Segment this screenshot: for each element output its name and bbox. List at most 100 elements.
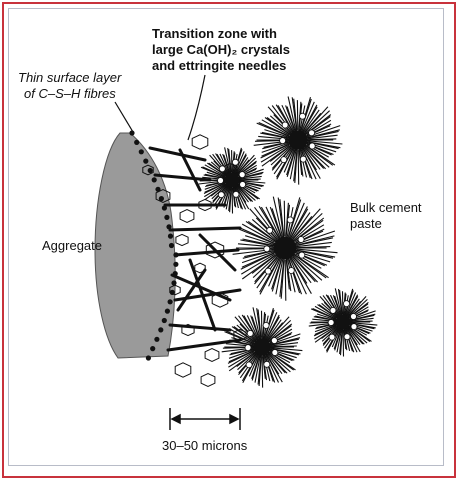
grain-fibre (302, 106, 329, 135)
grain-fibre (267, 106, 292, 133)
grain-crystal (329, 306, 337, 314)
grain-fibre (264, 316, 280, 343)
grain-crystal (245, 361, 253, 369)
csh-dot (158, 196, 164, 202)
grain-fibre (300, 98, 312, 131)
grain-crystal (287, 267, 295, 274)
grain-fibre (287, 202, 305, 241)
grain-fibre (347, 327, 364, 345)
bulk-paste-label-line1: Bulk cement (350, 200, 422, 215)
grain-crystal (217, 177, 224, 184)
grain-crystal (280, 156, 288, 164)
grain-fibre (249, 208, 278, 240)
ettringite-needles (148, 146, 242, 352)
grain-fibre (265, 352, 283, 375)
grain-fibre (204, 183, 228, 201)
grain-fibre (271, 105, 294, 135)
grain-fibre (251, 218, 280, 244)
grain-fibre (264, 351, 283, 383)
grain-fibre (261, 141, 292, 153)
transition-leader (187, 74, 206, 141)
grain-fibre (204, 173, 227, 180)
grain-fibre (294, 248, 338, 254)
grain-fibre (234, 185, 247, 210)
grain-core (273, 236, 297, 260)
scale-bar (169, 408, 241, 430)
grain-fibre (248, 353, 260, 377)
grain-fibre (299, 146, 311, 179)
grain-fibre (290, 252, 323, 281)
grain-fibre (262, 354, 266, 379)
grain-fibre (290, 212, 311, 241)
grain-fibre (228, 351, 257, 372)
grain-fibre (286, 149, 296, 176)
grain-crystal (328, 333, 336, 341)
grain-fibre (286, 106, 297, 134)
grain-core (253, 338, 271, 356)
ettringite-needle (166, 338, 242, 352)
grain-fibre (257, 309, 262, 340)
grain-fibre (298, 148, 303, 176)
grain-crystal (238, 171, 246, 179)
grain-fibre (288, 256, 307, 295)
grain-fibre (334, 288, 342, 316)
grain-fibre (237, 175, 262, 180)
grain-fibre (204, 181, 228, 190)
grain-fibre (336, 326, 343, 353)
grain-crystal (263, 360, 271, 368)
grain-crystal (217, 191, 225, 199)
cement-grain (198, 147, 266, 214)
grain-crystal (279, 137, 287, 145)
grain-fibre (346, 324, 368, 344)
grain-fibre (289, 146, 298, 180)
grain-fibre (264, 312, 278, 341)
grain-fibre (281, 104, 295, 133)
grain-fibre (247, 220, 277, 243)
grain-fibre (314, 325, 339, 343)
grain-crystal (264, 267, 272, 275)
grain-fibre (251, 316, 261, 341)
grain-fibre (225, 330, 256, 345)
grain-crystal (327, 319, 335, 326)
grain-fibre (234, 184, 250, 210)
grain-fibre (223, 154, 231, 175)
grain-fibre (300, 101, 315, 134)
grain-fibre (233, 326, 256, 343)
grain-crystal (299, 112, 306, 120)
grain-fibre (285, 207, 294, 241)
grain-fibre (241, 253, 275, 275)
grain-fibre (204, 164, 226, 177)
grain-fibre (261, 144, 292, 167)
grain-crystal (232, 190, 240, 198)
csh-dot (161, 205, 167, 211)
hexagon-crystal (211, 292, 229, 308)
grain-crystal (286, 216, 294, 224)
grain-fibre (293, 241, 332, 248)
csh-dot (138, 149, 144, 155)
ettringite-needle (188, 258, 217, 332)
grain-crystal (281, 121, 289, 129)
grain-fibre (266, 117, 291, 136)
transition-label-line1: Transition zone with (152, 26, 277, 41)
hexagon-crystal (194, 262, 206, 274)
ettringite-needle (176, 268, 207, 312)
ettringite-needle (168, 323, 232, 332)
grain-fibre (334, 295, 342, 317)
grain-fibre (258, 121, 291, 138)
grain-fibre (300, 106, 318, 135)
csh-dot (143, 158, 149, 164)
grain-fibre (241, 249, 278, 264)
hexagon-crystal (155, 189, 171, 203)
inner-frame (8, 8, 444, 466)
grain-fibre (265, 206, 282, 240)
grain-fibre (295, 246, 331, 249)
hexagon-crystal (205, 241, 225, 259)
grain-fibre (322, 295, 340, 318)
thin-layer-leader (114, 101, 134, 133)
grain-fibre (305, 134, 338, 140)
grain-fibre (228, 186, 232, 211)
grain-fibre (307, 138, 337, 141)
grain-fibre (252, 254, 278, 279)
grain-fibre (345, 296, 359, 318)
